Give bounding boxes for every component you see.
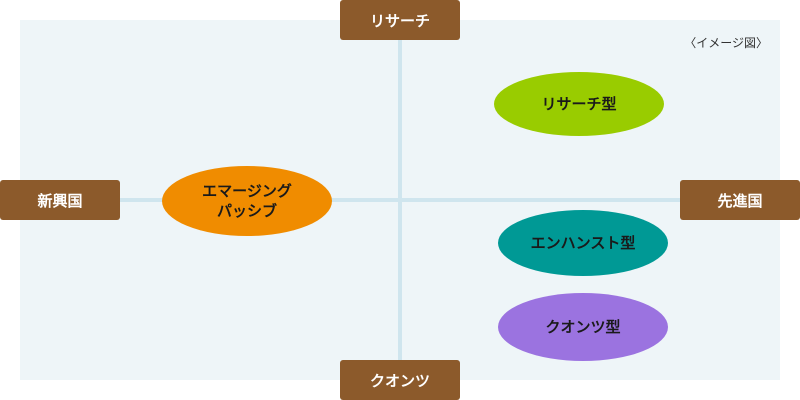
style-emerging-passive-text: エマージング パッシブ: [202, 181, 292, 222]
axis-label-right: 先進国: [680, 180, 800, 220]
style-research-label: リサーチ型: [541, 94, 617, 113]
axis-label-top: リサーチ: [340, 0, 460, 40]
axis-label-left: 新興国: [0, 180, 120, 220]
style-research: リサーチ型: [494, 72, 664, 136]
style-enhanced-label: エンハンスト型: [530, 233, 636, 252]
axis-label-bottom: クオンツ: [340, 360, 460, 400]
style-emerging-passive-line2: パッシブ: [216, 202, 277, 220]
style-quant-label: クオンツ型: [545, 317, 621, 336]
style-enhanced: エンハンスト型: [498, 210, 668, 276]
style-emerging-passive: エマージング パッシブ: [162, 166, 332, 236]
style-quant: クオンツ型: [498, 293, 668, 361]
style-emerging-passive-line1: エマージング: [202, 181, 292, 200]
horizontal-axis-line: [20, 198, 780, 202]
image-note: 〈イメージ図〉: [684, 36, 768, 50]
